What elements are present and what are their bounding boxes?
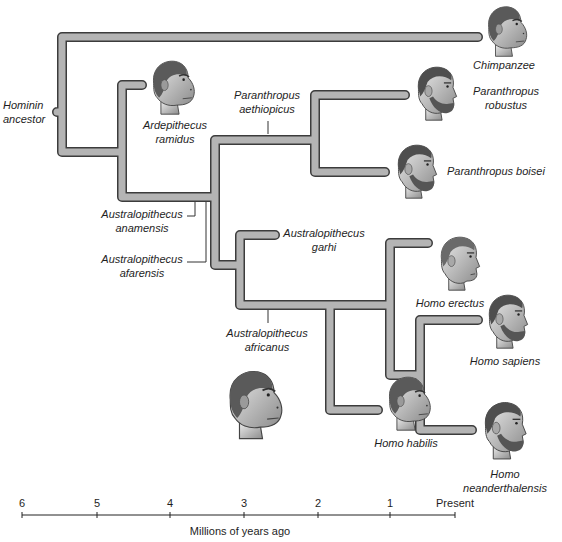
sapiens-head <box>489 295 527 348</box>
taxon-label: Homo neanderthalensis <box>463 468 547 494</box>
taxon-label: Homo habilis <box>374 437 438 449</box>
taxon-label-box: Hominin ancestor <box>3 98 55 126</box>
taxon-label: Australopithecus afarensis <box>101 253 182 279</box>
axis-title: Millions of years ago <box>190 525 290 537</box>
axis-tick-label-box: 4 <box>160 496 180 510</box>
axis-tick-label: 2 <box>315 497 321 509</box>
axis-tick-label: 1 <box>387 497 393 509</box>
tree-branch <box>57 37 478 430</box>
axis-tick-label: 6 <box>19 497 25 509</box>
boisei-head <box>398 145 436 198</box>
axis-tick-label: 5 <box>94 497 100 509</box>
taxon-label-box: Homo habilis <box>366 436 446 450</box>
taxon-label: Chimpanzee <box>473 59 535 71</box>
axis-tick-label-box: 6 <box>12 496 32 510</box>
taxon-label: Australopithecus garhi <box>283 227 364 253</box>
taxon-label-box: Australopithecus africanus <box>222 326 312 354</box>
taxon-label-box: Homo sapiens <box>465 354 545 368</box>
axis-tick-label: 4 <box>167 497 173 509</box>
axis-title-box: Millions of years ago <box>140 524 340 538</box>
axis-tick-label-box: Present <box>425 496 485 510</box>
habilis-head <box>389 377 430 430</box>
taxon-label: Paranthropus robustus <box>473 85 539 111</box>
taxon-label-box: Australopithecus afarensis <box>98 252 186 280</box>
taxon-label-box: Australopithecus anamensis <box>98 207 186 235</box>
taxon-label: Hominin ancestor <box>3 99 45 125</box>
taxon-label: Ardepithecus ramidus <box>143 119 207 145</box>
tree-branch-outline <box>57 37 478 430</box>
ardipithecus-head <box>153 61 194 114</box>
time-axis <box>22 512 455 518</box>
axis-tick-label: Present <box>436 497 474 509</box>
africanus-head <box>230 372 282 439</box>
taxon-label-box: Homo erectus <box>410 296 490 310</box>
axis-tick-label-box: 5 <box>87 496 107 510</box>
taxon-label-box: Paranthropus robustus <box>462 84 550 112</box>
chimpanzee-head <box>489 7 527 56</box>
taxon-label: Homo sapiens <box>470 355 540 367</box>
taxon-label-box: Chimpanzee <box>462 58 546 72</box>
axis-tick-label: 3 <box>241 497 247 509</box>
leader-line <box>187 121 268 323</box>
neanderthal-head <box>485 403 526 459</box>
taxon-label-box: Australopithecus garhi <box>280 226 368 254</box>
erectus-head <box>441 237 479 290</box>
taxon-label: Paranthropus boisei <box>447 165 545 177</box>
taxon-label-box: Ardepithecus ramidus <box>135 118 215 146</box>
taxon-label-box: Paranthropus boisei <box>447 164 557 178</box>
taxon-label-box: Paranthropus aethiopicus <box>222 88 312 116</box>
taxon-label: Paranthropus aethiopicus <box>234 89 300 115</box>
robustus-head <box>418 67 456 120</box>
taxon-label: Homo erectus <box>416 297 484 309</box>
taxon-label-box: Homo neanderthalensis <box>455 467 555 495</box>
axis-tick-label-box: 2 <box>308 496 328 510</box>
taxon-label: Australopithecus anamensis <box>101 208 182 234</box>
axis-tick-label-box: 3 <box>234 496 254 510</box>
axis-tick-label-box: 1 <box>380 496 400 510</box>
taxon-label: Australopithecus africanus <box>226 327 307 353</box>
